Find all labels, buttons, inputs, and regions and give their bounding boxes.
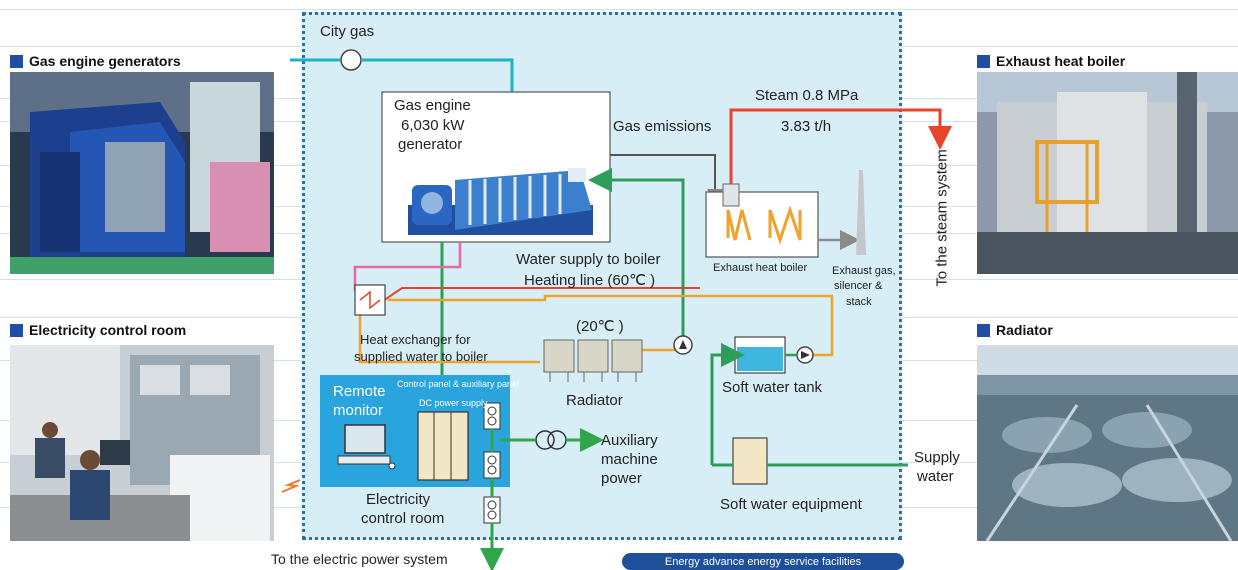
facility-caption-badge: Energy advance energy service facilities [622,553,904,570]
water-supply-label: Water supply to boiler [516,251,661,268]
exhaust-boiler-label: Exhaust heat boiler [713,262,808,274]
remote-monitor-label-2: monitor [333,402,384,419]
exhaust-heat-boiler-photo [977,72,1238,274]
radiator-label: Radiator [566,392,623,409]
control-panel-label: Control panel & auxiliary panel [397,379,520,389]
gas-engine-generators-photo [10,72,274,274]
steam-flow-label: 3.83 t/h [781,118,832,135]
exhaust-heat-boiler-title: Exhaust heat boiler [977,53,1125,69]
signal-bolt-icon [281,479,301,493]
dc-power-label: DC power supply [419,398,488,408]
monitor-icon [344,424,386,454]
gas-engine-label-2: 6,030 kW [401,117,465,134]
stack-icon [856,170,866,255]
electricity-control-room-title: Electricity control room [10,322,186,338]
exhaust-heat-boiler-panel-label: Exhaust heat boiler [996,53,1126,69]
soft-water-equipment-icon [732,437,768,485]
soft-water-equipment-label: Soft water equipment [720,496,862,513]
to-electric-power-label: To the electric power system [271,551,448,567]
gas-engine-generators-title: Gas engine generators [10,53,181,69]
breaker-icon [483,402,501,430]
dc-power-panel-icon [417,411,469,481]
gas-engine-label-1: Gas engine [394,97,471,114]
heat-exchanger-label-2: supplied water to boiler [354,349,488,364]
aux-machine-label-2: machine [601,451,658,468]
exhaust-gas-label-1: Exhaust gas, [832,265,896,277]
elec-room-label-1: Electricity [366,491,431,508]
steam-pressure-label: Steam 0.8 MPa [755,87,859,104]
breaker-icon [483,496,501,524]
gas-engine-generators-label: Gas engine generators [29,53,181,69]
radiator-panel-label: Radiator [996,322,1053,338]
rule-line [0,9,1238,10]
soft-water-tank-label: Soft water tank [722,379,823,396]
gas-engine-generator-icon [408,168,593,235]
square-bullet-icon [977,323,990,337]
gas-engine-label-3: generator [398,136,463,153]
radiator-icon [543,339,643,382]
elec-room-label-2: control room [361,510,445,527]
electricity-control-room-photo [10,345,274,541]
square-bullet-icon [10,323,23,337]
exhaust-gas-label-2: silencer & [834,280,883,292]
to-steam-system-label: To the steam system [933,149,951,287]
city-gas-label: City gas [320,23,375,40]
radiator-temp-label: (20℃ ) [576,318,624,335]
supply-water-label-1: Supply [914,449,960,466]
aux-machine-label-3: power [601,470,642,487]
remote-monitor-label-1: Remote [333,383,386,400]
radiator-title: Radiator [977,322,1053,338]
heating-line-text: Heating line (60℃ ) [524,272,656,289]
square-bullet-icon [977,54,990,68]
square-bullet-icon [10,54,23,68]
transformer-icon [535,430,555,450]
radiator-photo [977,345,1238,541]
gas-valve-icon [340,49,362,71]
supply-water-label-2: water [917,468,954,485]
aux-machine-label-1: Auxiliary [601,432,658,449]
gas-emissions-label: Gas emissions [613,118,712,135]
exhaust-gas-label-3: stack [846,296,872,308]
heat-exchanger-label-1: Heat exchanger for [360,332,471,347]
electricity-control-room-panel-label: Electricity control room [29,322,187,338]
breaker-icon [483,451,501,479]
